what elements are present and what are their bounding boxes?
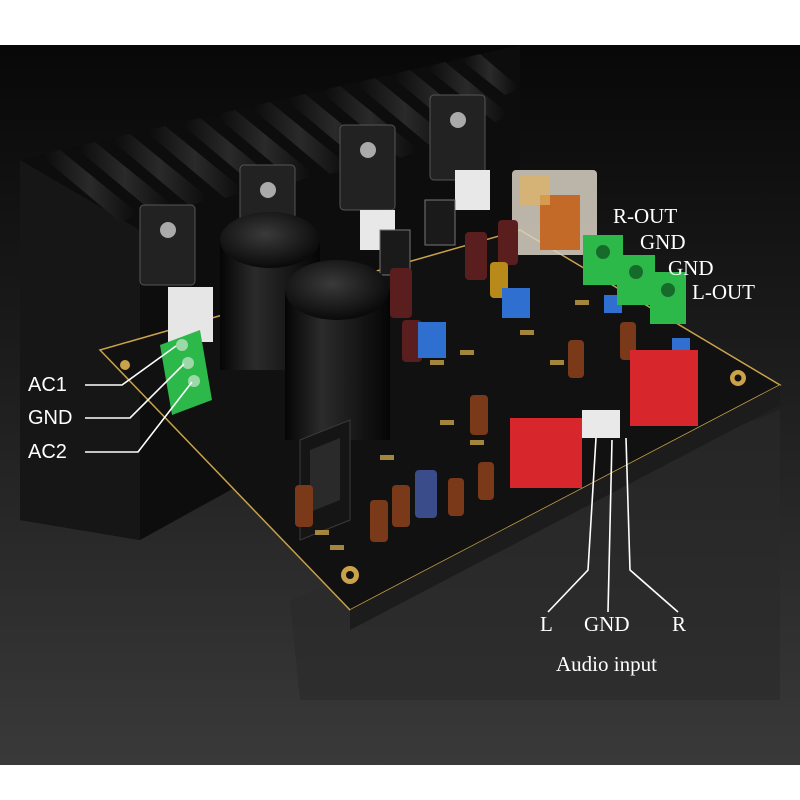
input-gnd-label: GND <box>584 612 630 636</box>
power-gnd-label: GND <box>28 407 73 429</box>
film-capacitors <box>510 350 698 488</box>
l-out-label: L-OUT <box>692 280 755 304</box>
ac2-label: AC2 <box>28 441 67 463</box>
output-gnd-label-1: GND <box>640 230 686 254</box>
input-r-label: R <box>672 612 687 636</box>
relay <box>512 170 597 255</box>
terminal-blocks <box>160 235 686 415</box>
audio-input-caption: Audio input <box>556 652 657 676</box>
r-out-label: R-OUT <box>613 204 678 228</box>
leader-lines <box>85 345 679 613</box>
filter-capacitors <box>220 212 390 440</box>
output-gnd-label-2: GND <box>668 256 714 280</box>
input-l-label: L <box>540 612 553 636</box>
electrolytic-capacitors <box>295 220 636 542</box>
trimmers <box>418 288 690 358</box>
input-connector <box>582 410 620 438</box>
ac1-label: AC1 <box>28 374 67 396</box>
